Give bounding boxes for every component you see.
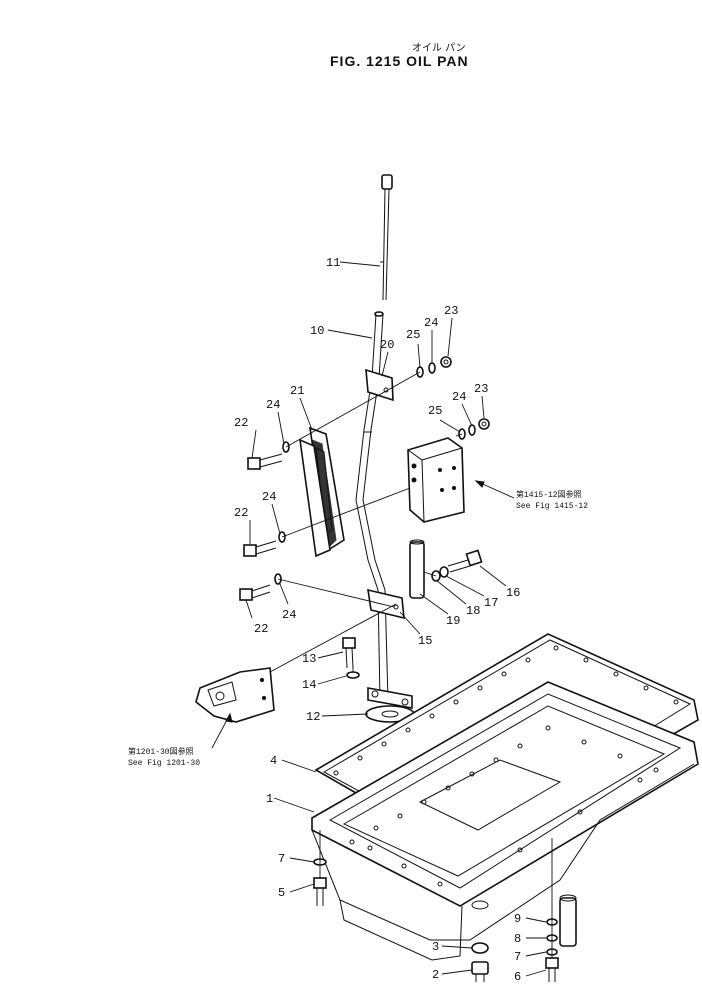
callout-25-upper: 25 bbox=[406, 328, 420, 342]
callout-24-c: 24 bbox=[282, 608, 296, 622]
callout-2: 2 bbox=[432, 968, 439, 982]
callout-11: 11 bbox=[326, 256, 340, 270]
callout-23-lower: 23 bbox=[474, 382, 488, 396]
washer-14 bbox=[346, 671, 360, 679]
callout-17: 17 bbox=[484, 596, 498, 610]
callout-3: 3 bbox=[432, 940, 439, 954]
callout-22-low: 22 bbox=[254, 622, 268, 636]
callout-12: 12 bbox=[306, 710, 320, 724]
nut-23-upper bbox=[440, 356, 452, 368]
callout-5: 5 bbox=[278, 886, 285, 900]
callout-23-upper: 23 bbox=[444, 304, 458, 318]
callout-19: 19 bbox=[446, 614, 460, 628]
callout-4: 4 bbox=[270, 754, 277, 768]
bolt-5 bbox=[313, 877, 327, 906]
callout-15: 15 bbox=[418, 634, 432, 648]
callout-7-left: 7 bbox=[278, 852, 285, 866]
callout-8: 8 bbox=[514, 932, 521, 946]
dipstick-gauge bbox=[380, 174, 393, 301]
callout-24-a: 24 bbox=[266, 398, 280, 412]
callout-18: 18 bbox=[466, 604, 480, 618]
callout-20: 20 bbox=[380, 338, 394, 352]
washer-24-upper bbox=[428, 362, 436, 374]
alignment-lines bbox=[269, 371, 463, 673]
reference-block-1415 bbox=[407, 437, 465, 523]
reference-1415-en: See Fig 1415-12 bbox=[516, 502, 588, 511]
title-japanese: オイル パン bbox=[412, 42, 466, 54]
washer-24-lower bbox=[468, 424, 476, 436]
washer-17 bbox=[439, 566, 449, 578]
callout-7-right: 7 bbox=[514, 950, 521, 964]
callout-24-lower: 24 bbox=[452, 390, 466, 404]
callout-24-b: 24 bbox=[262, 490, 276, 504]
callout-21: 21 bbox=[290, 384, 304, 398]
oil-pan bbox=[311, 681, 699, 961]
callout-6: 6 bbox=[514, 970, 521, 984]
figure-title: FIG. 1215 OIL PAN bbox=[330, 53, 469, 69]
callout-9: 9 bbox=[514, 912, 521, 926]
callout-10: 10 bbox=[310, 324, 324, 338]
reference-1415-jp: 第1415-12図参照 bbox=[516, 489, 582, 500]
bolt-6 bbox=[545, 957, 559, 982]
callout-22-top: 22 bbox=[234, 416, 248, 430]
leader-lines bbox=[211, 261, 547, 977]
callout-13: 13 bbox=[302, 652, 316, 666]
gasket-3 bbox=[471, 942, 489, 954]
callout-22-mid: 22 bbox=[234, 506, 248, 520]
reference-1201-en: See Fig 1201-30 bbox=[128, 759, 200, 768]
bolt-13 bbox=[342, 637, 356, 669]
tube-flange bbox=[367, 687, 413, 709]
bracket-15 bbox=[367, 588, 405, 620]
drain-plug-2 bbox=[471, 961, 489, 982]
reference-bracket-1201 bbox=[195, 667, 275, 723]
callout-16: 16 bbox=[506, 586, 520, 600]
callout-25-lower: 25 bbox=[428, 404, 442, 418]
tube-19 bbox=[409, 539, 425, 599]
callout-14: 14 bbox=[302, 678, 316, 692]
bolt-22-low bbox=[239, 584, 271, 601]
bolt-22-mid bbox=[243, 540, 277, 557]
plate-21 bbox=[299, 426, 345, 558]
callout-labels: 11 10 25 24 23 20 21 24 22 25 24 23 24 2… bbox=[234, 256, 521, 984]
callout-1: 1 bbox=[266, 792, 273, 806]
nut-23-lower bbox=[478, 418, 490, 430]
bolt-16 bbox=[447, 549, 483, 573]
bolt-22-top bbox=[247, 453, 283, 470]
bracket-20 bbox=[365, 368, 394, 402]
callout-24-upper: 24 bbox=[424, 316, 438, 330]
reference-1201-jp: 第1201-30図参照 bbox=[128, 746, 194, 757]
tube-9 bbox=[559, 894, 577, 947]
